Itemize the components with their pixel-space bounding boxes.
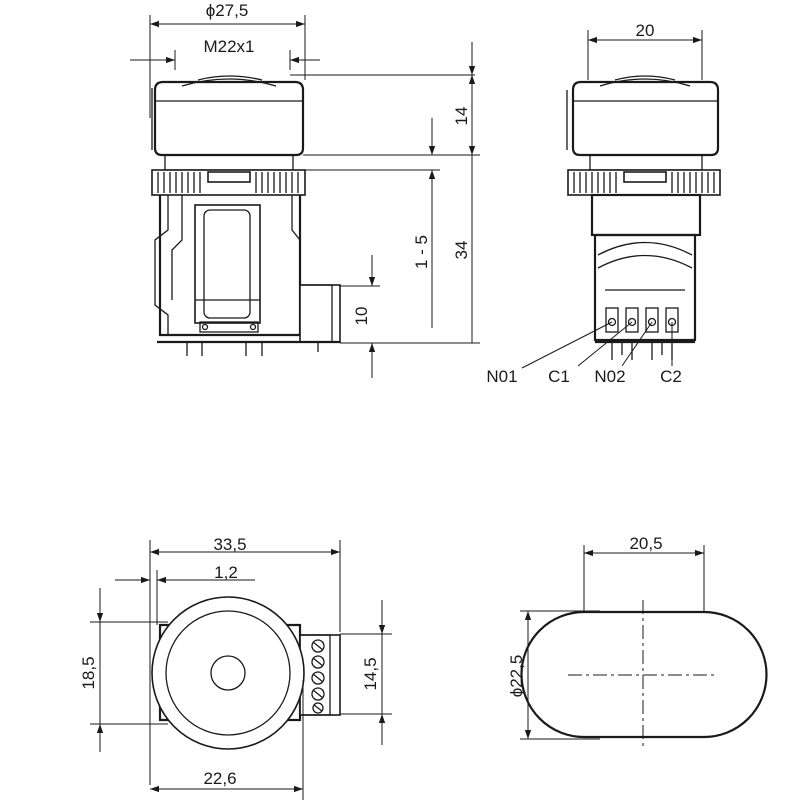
label-bottom-offset: 1,2: [214, 563, 238, 582]
label-front-thread: M22x1: [203, 37, 254, 56]
terminal-no1-label: N01: [486, 367, 517, 386]
terminal-c2-label: C2: [660, 367, 682, 386]
label-total-height: 34: [452, 241, 471, 260]
front-view: [151, 75, 341, 356]
label-side-width: 20: [636, 21, 655, 40]
front-view-dimensions: [130, 15, 480, 378]
panel-cutout: [520, 600, 768, 750]
label-bottom-height: 18,5: [79, 656, 98, 689]
label-cutout-width: 20,5: [629, 534, 662, 553]
label-bottom-width: 33,5: [213, 535, 246, 554]
nut-knurl-front: [157, 172, 299, 193]
terminal-no2-label: N02: [594, 367, 625, 386]
bottom-view: [151, 596, 341, 750]
label-cap-height: 14: [452, 107, 471, 126]
label-bottom-block-height: 14,5: [361, 657, 380, 690]
label-front-diameter: ϕ27,5: [206, 1, 249, 20]
panel-cutout-dimensions: [520, 545, 705, 740]
side-view: [566, 75, 721, 360]
terminal-c1-label: C1: [548, 367, 570, 386]
bottom-view-dimensions: [90, 540, 392, 800]
label-bottom-diameter: 22,6: [203, 769, 236, 788]
side-view-dimensions: [521, 30, 703, 369]
label-cutout-diameter: ϕ22,5: [507, 655, 526, 698]
label-panel-range: 1 - 5: [412, 235, 431, 269]
nut-knurl-side: [573, 172, 715, 193]
label-block-height: 10: [352, 307, 371, 326]
